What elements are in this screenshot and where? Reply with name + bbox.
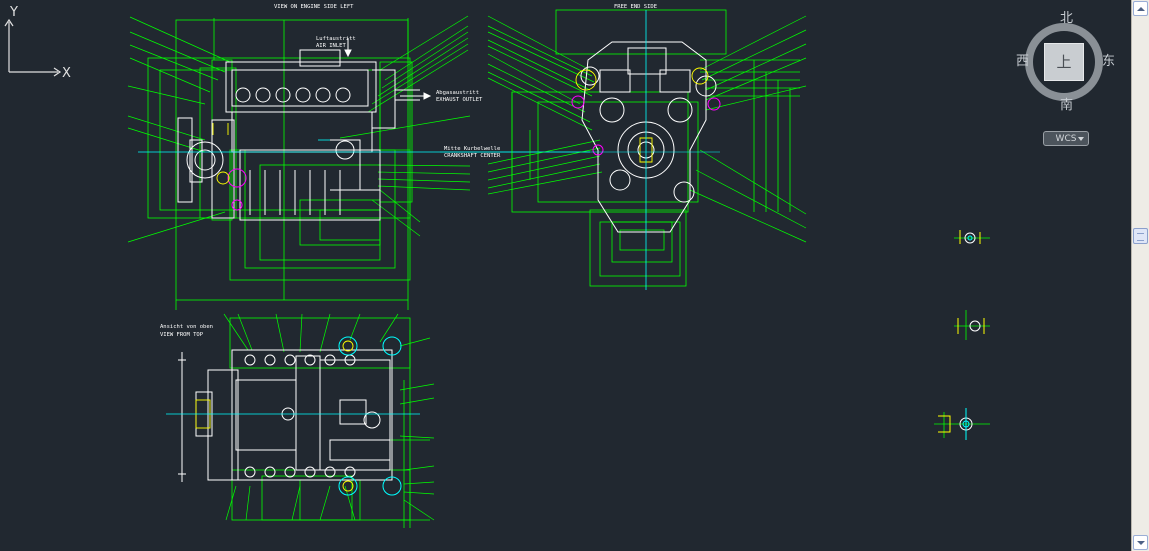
compass-west[interactable]: 西 (1016, 54, 1030, 69)
compass-east[interactable]: 东 (1102, 54, 1116, 69)
viewcube[interactable]: 北 南 西 东 上 (1014, 8, 1120, 126)
air-outlet-label-2: AIR INLET (316, 43, 346, 49)
compass-ring[interactable] (1025, 23, 1103, 101)
front-view-title: FREE END SIDE (614, 4, 657, 10)
viewcube-top-face[interactable]: 上 (1044, 43, 1084, 81)
top-view-title-2: VIEW FROM TOP (160, 332, 204, 338)
vertical-scrollbar[interactable] (1131, 0, 1149, 551)
ucs-y-label: Y (9, 5, 18, 20)
front-view (440, 9, 807, 290)
ucs-x-label: X (62, 66, 71, 80)
side-view-title: VIEW ON ENGINE SIDE LEFT (274, 4, 354, 10)
detail-views (934, 230, 990, 440)
scroll-down-button[interactable] (1133, 535, 1148, 550)
scroll-up-button[interactable] (1133, 1, 1148, 16)
crankshaft-label-1: Mitte Kurbelwelle (444, 146, 500, 152)
exhaust-label-1: Abgasaustritt (436, 90, 479, 96)
ucs-icon: Y X (4, 5, 71, 80)
scroll-thumb[interactable] (1133, 228, 1148, 244)
compass-south[interactable]: 南 (1060, 98, 1074, 113)
exhaust-label-2: EXHAUST OUTLET (436, 97, 483, 103)
air-outlet-label-1: Luftaustritt (316, 36, 356, 42)
drawing-labels: VIEW ON ENGINE SIDE LEFT FREE END SIDE A… (160, 4, 657, 338)
compass-north[interactable]: 北 (1060, 11, 1074, 26)
crankshaft-label-2: CRANKSHAFT CENTER (444, 153, 501, 159)
top-view-title-1: Ansicht von oben (160, 324, 213, 330)
top-view (166, 313, 435, 528)
wcs-menu-button[interactable]: WCS (1043, 131, 1089, 146)
side-view (127, 15, 590, 310)
